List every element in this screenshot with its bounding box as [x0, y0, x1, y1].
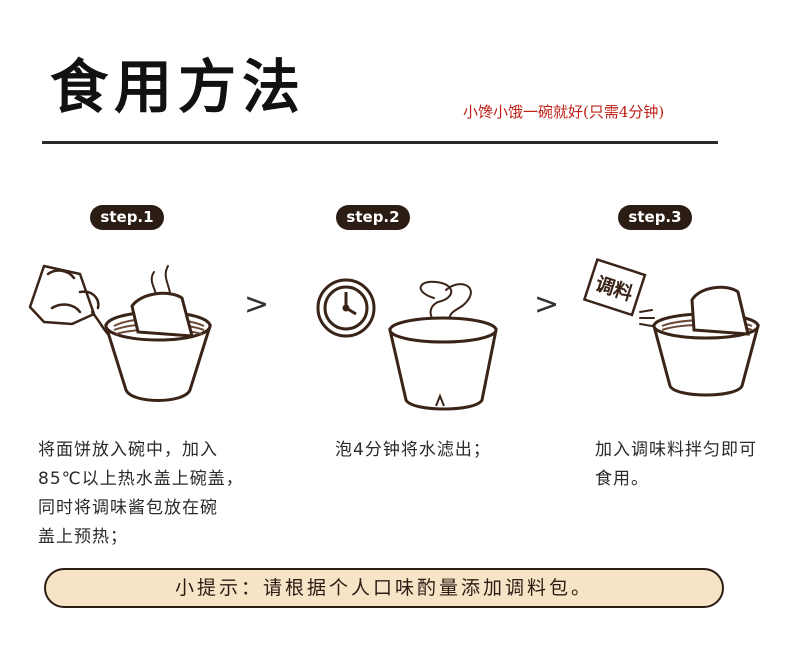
- step-1-line-3: 同时将调味酱包放在碗: [38, 498, 218, 518]
- arrow-2: >: [534, 287, 560, 322]
- step-2-description: 泡4分钟将水滤出；: [335, 436, 491, 465]
- step-3-line-2: 食用。: [595, 469, 649, 489]
- seasoning-packet-icon: 调料: [582, 257, 647, 317]
- step-1-badge: step.1: [90, 205, 164, 230]
- step-2-badge: step.2: [336, 205, 410, 230]
- page-subtitle: 小馋小饿一碗就好(只需4分钟): [463, 103, 665, 121]
- step-1-line-2: 85℃以上热水盖上碗盖，: [38, 469, 244, 489]
- seasoning-sprinkle: [639, 309, 655, 327]
- arrow-1: >: [244, 287, 270, 322]
- step-3-illustration: 调料: [582, 257, 760, 397]
- steam-lines: [419, 280, 472, 329]
- tip-banner: 小提示：请根据个人口味酌量添加调料包。: [44, 568, 724, 608]
- step-1-line-4: 盖上预热；: [38, 527, 128, 547]
- mixed-bowl-icon: [652, 285, 760, 397]
- step-3-badge: step.3: [618, 205, 692, 230]
- kettle-icon: [28, 264, 110, 336]
- step-1-illustration: [28, 264, 213, 402]
- clock-icon: [316, 278, 376, 338]
- step-1-description: 将面饼放入碗中，加入 85℃以上热水盖上碗盖， 同时将调味酱包放在碗 盖上预热；: [38, 436, 244, 552]
- page-title: 食用方法: [50, 53, 307, 121]
- step-1-line-1: 将面饼放入碗中，加入: [38, 440, 218, 460]
- step-2-illustration: [316, 278, 498, 411]
- steaming-bowl-icon: [388, 316, 498, 411]
- noodle-bowl-icon: [103, 291, 213, 402]
- step-2-line-1: 泡4分钟将水滤出；: [335, 440, 491, 460]
- step-3-description: 加入调味料拌匀即可 食用。: [595, 436, 757, 494]
- step-3-line-1: 加入调味料拌匀即可: [595, 440, 757, 460]
- header-divider: [42, 141, 718, 144]
